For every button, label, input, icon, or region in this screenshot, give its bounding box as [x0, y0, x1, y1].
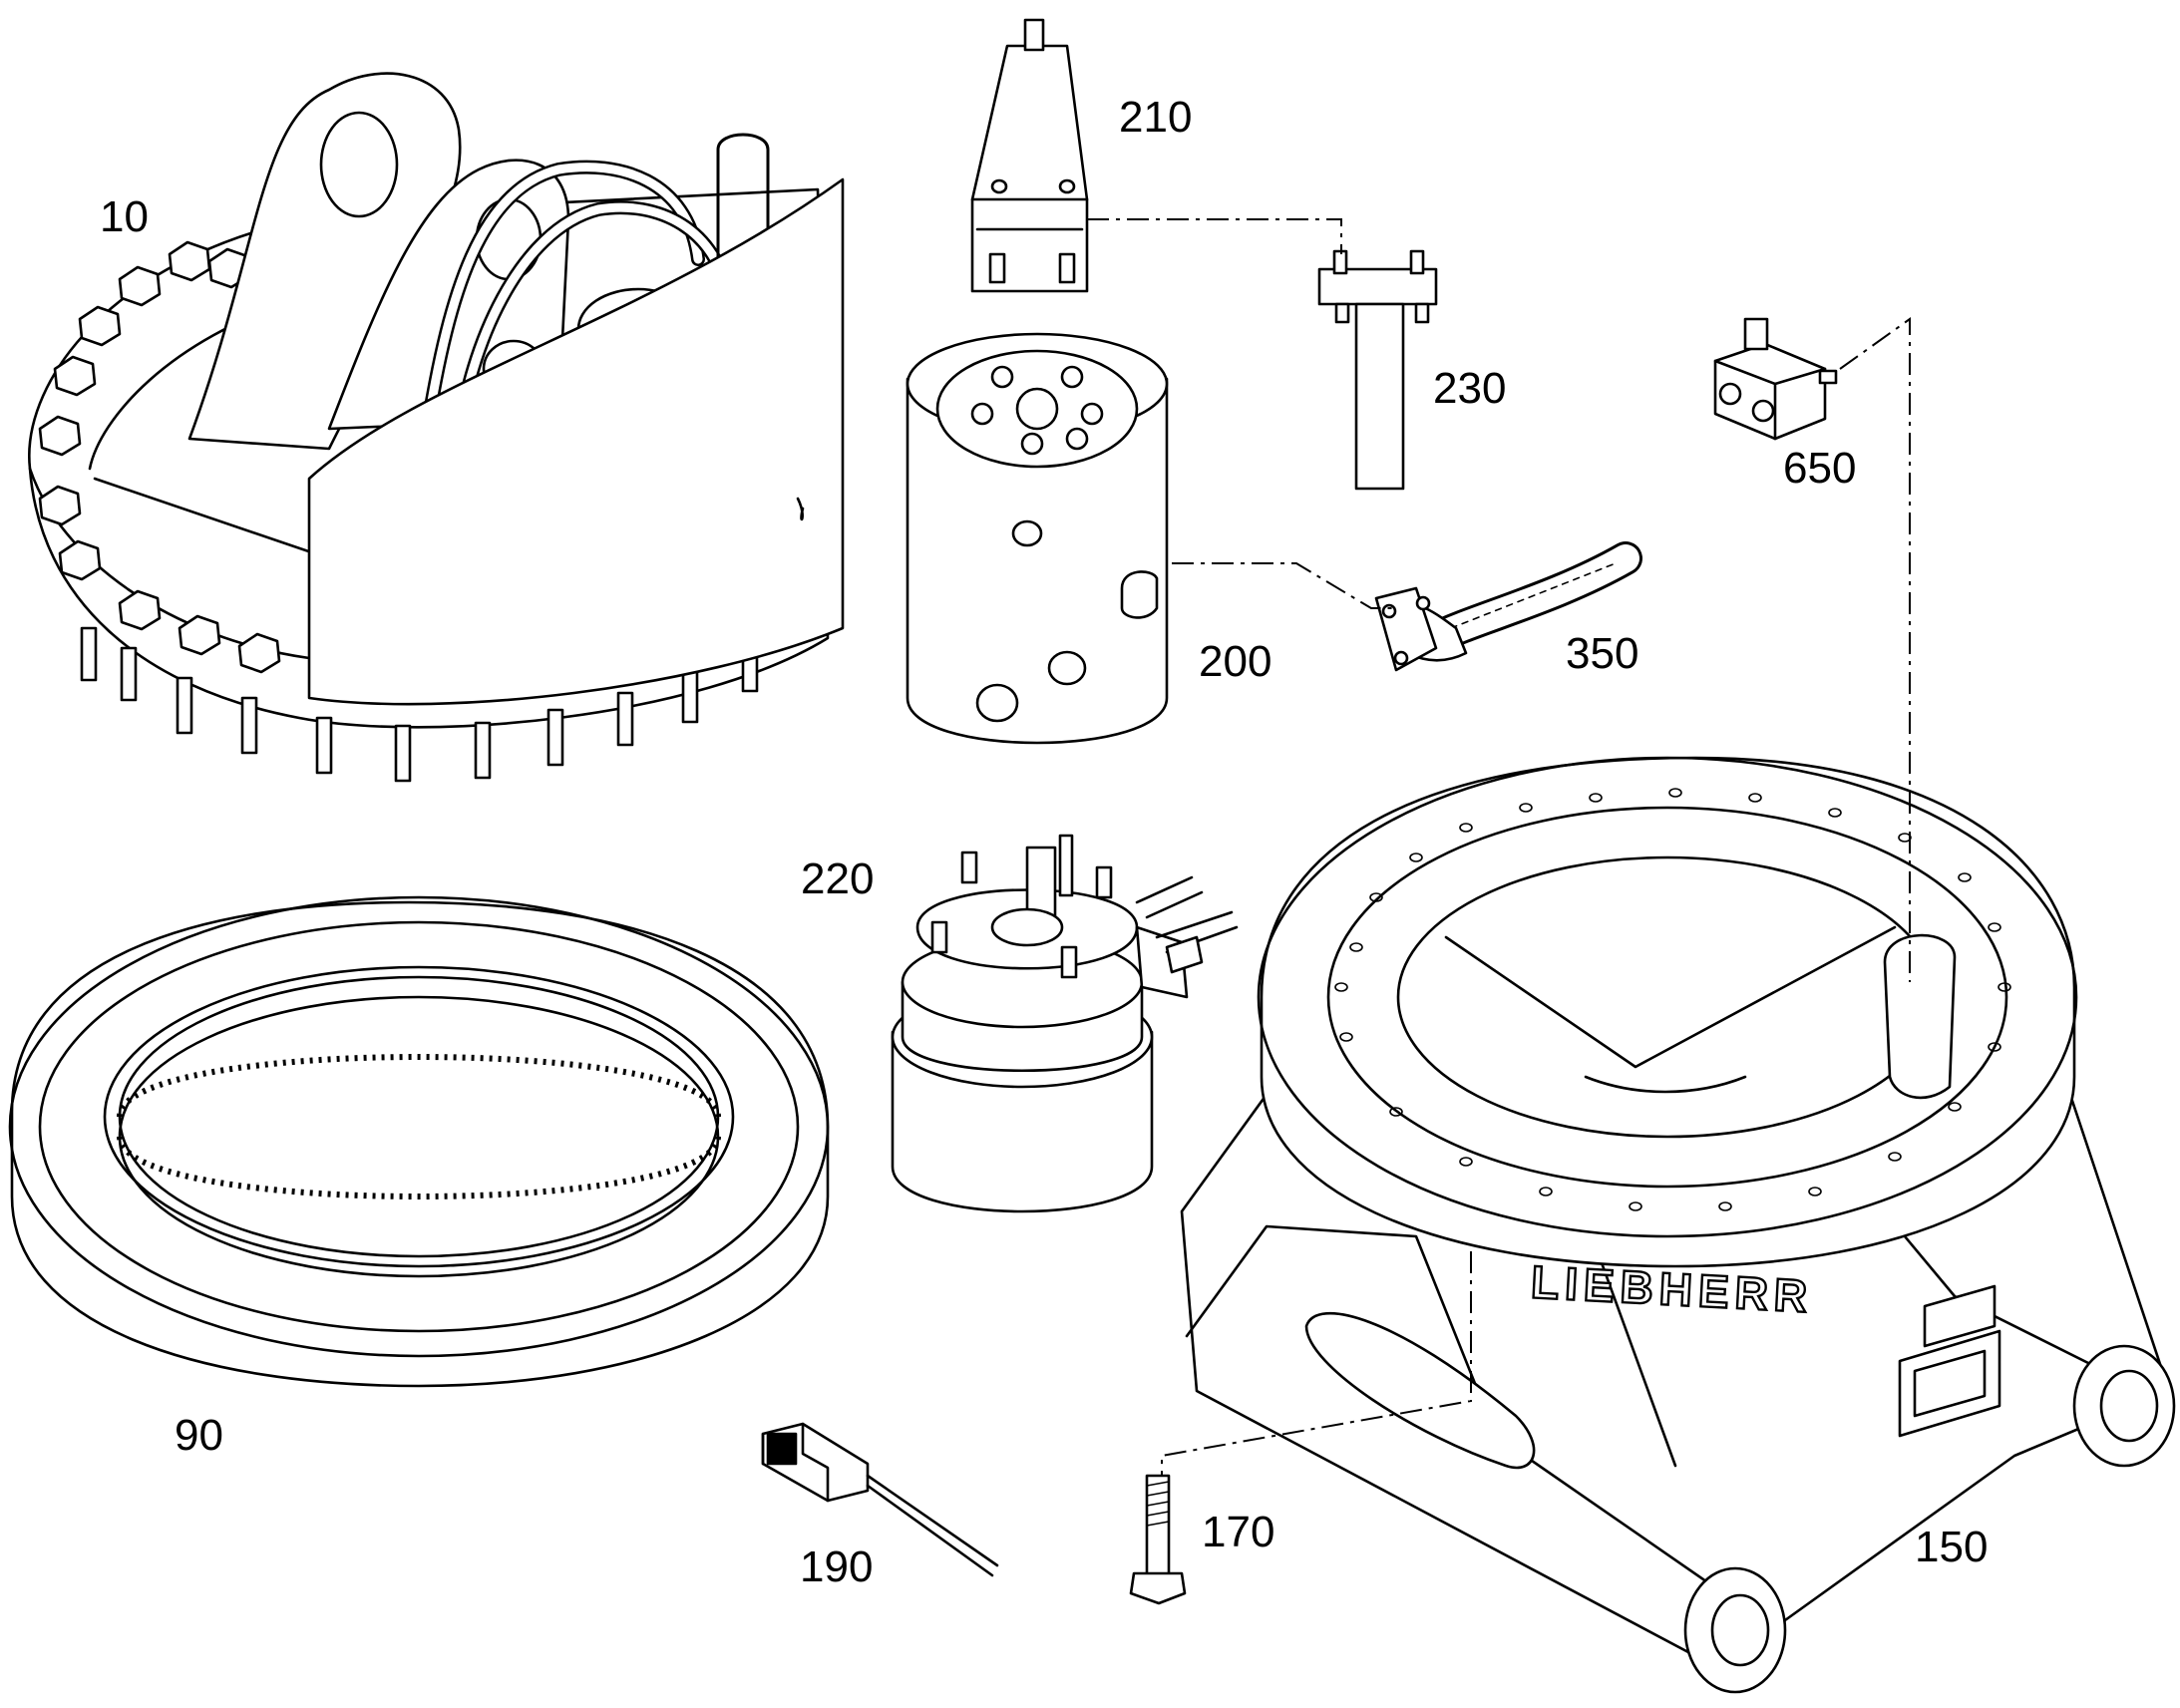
- label-part-200: 200: [1199, 637, 1272, 686]
- part-10-slewing-assembly: [28, 72, 845, 783]
- part-150-substructure: LIEBHERR: [1180, 756, 2176, 1694]
- flange-bolt-heads: [38, 240, 281, 674]
- label-part-230: 230: [1433, 364, 1507, 413]
- part-350-hose: [1374, 541, 1642, 672]
- label-part-210: 210: [1119, 93, 1193, 142]
- label-part-220: 220: [801, 854, 875, 903]
- part-200-filter: [906, 332, 1169, 745]
- label-part-650: 650: [1783, 444, 1857, 493]
- part-210-bracket: [970, 18, 1089, 293]
- label-part-10: 10: [100, 192, 149, 241]
- label-part-170: 170: [1202, 1508, 1275, 1556]
- part-220-rotary-joint: [891, 834, 1239, 1213]
- label-part-350: 350: [1566, 629, 1639, 678]
- wheel-bottom: [1683, 1566, 1787, 1694]
- part-230-rod: [1317, 249, 1438, 491]
- part-190-sensor: [761, 1422, 999, 1577]
- label-part-150: 150: [1915, 1523, 1989, 1571]
- part-170-bolt: [1129, 1474, 1187, 1605]
- label-part-190: 190: [800, 1542, 874, 1591]
- label-part-90: 90: [175, 1411, 223, 1460]
- part-90-slewing-ring: [8, 895, 830, 1388]
- wheel-right: [2072, 1344, 2176, 1468]
- part-650-valve-block: [1713, 317, 1838, 441]
- assembly-leader-lines: [1087, 218, 1911, 1476]
